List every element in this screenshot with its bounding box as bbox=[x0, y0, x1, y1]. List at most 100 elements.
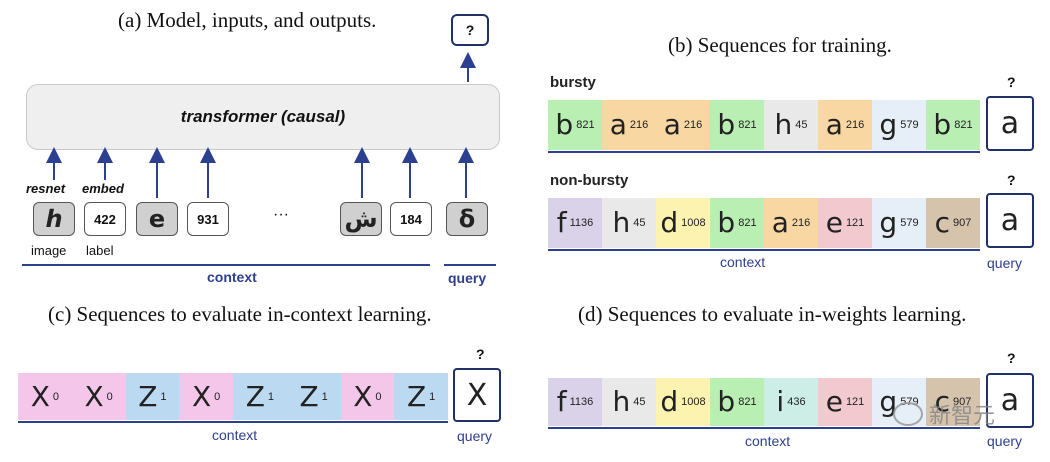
label-token: 184 bbox=[390, 202, 432, 236]
cell-glyph: e bbox=[825, 385, 843, 418]
cell-glyph: X bbox=[191, 379, 212, 413]
cell-glyph: a bbox=[609, 108, 627, 141]
cell-label: 45 bbox=[633, 217, 646, 229]
panel-c-context-label: context bbox=[212, 427, 258, 443]
transformer-label: transformer (causal) bbox=[180, 107, 346, 126]
cell-glyph: h bbox=[774, 108, 793, 141]
panel-c-underline bbox=[18, 421, 448, 423]
cell-label: 821 bbox=[738, 217, 757, 229]
cell-glyph: X bbox=[30, 379, 50, 413]
cell-label: 216 bbox=[845, 119, 865, 131]
watermark: 新智元 bbox=[893, 398, 995, 430]
cell-label: 1136 bbox=[569, 396, 594, 408]
cell-label: 1 bbox=[429, 390, 436, 403]
cell-glyph: f bbox=[556, 385, 567, 418]
cell-label: 579 bbox=[900, 119, 919, 131]
panel-c-query-label: query bbox=[457, 428, 493, 444]
nonbursty-query-cell: a bbox=[986, 193, 1034, 248]
cell-label: 45 bbox=[633, 396, 646, 408]
query-underline bbox=[444, 264, 496, 266]
cell-label: 121 bbox=[845, 396, 865, 408]
cell-label: 821 bbox=[954, 119, 973, 131]
cell-label: 1136 bbox=[569, 217, 594, 229]
cell-glyph: h bbox=[612, 206, 631, 239]
panel-c-qmark: ? bbox=[476, 346, 485, 362]
label-token: 422 bbox=[84, 202, 126, 236]
cell-glyph: b bbox=[717, 206, 736, 239]
cell-glyph: b bbox=[717, 108, 736, 141]
cell-label: 1 bbox=[267, 390, 275, 403]
cell-glyph: a bbox=[825, 108, 843, 141]
cell-glyph: X bbox=[84, 379, 104, 413]
cell-label: 0 bbox=[106, 390, 113, 403]
query-label: query bbox=[448, 270, 487, 286]
cell-label: 1 bbox=[321, 390, 328, 403]
panel-d-qmark: ? bbox=[1007, 350, 1016, 366]
cell-glyph: c bbox=[934, 385, 951, 418]
label-token: 931 bbox=[187, 202, 229, 236]
cell-glyph: d bbox=[660, 385, 679, 418]
cell-glyph: Z bbox=[138, 379, 158, 413]
cell-glyph: a bbox=[771, 206, 789, 239]
bursty-label: bursty bbox=[550, 74, 596, 91]
bursty-qmark: ? bbox=[1007, 74, 1016, 90]
transformer-box: transformer (causal) bbox=[26, 84, 500, 150]
cell-glyph: e bbox=[825, 206, 843, 239]
cell-label: 821 bbox=[576, 119, 595, 131]
context-label: context bbox=[207, 269, 257, 285]
cell-glyph: g bbox=[879, 108, 898, 141]
cell-glyph: b bbox=[933, 108, 952, 141]
cell-label: 0 bbox=[52, 390, 60, 403]
panel-d-underline bbox=[548, 427, 980, 429]
panel-d-query-cell: a bbox=[986, 373, 1034, 428]
nonbursty-label: non-bursty bbox=[550, 172, 629, 189]
label-caption: label bbox=[86, 243, 114, 258]
cell-label: 216 bbox=[683, 119, 703, 131]
image-token: ش bbox=[340, 202, 382, 236]
cell-glyph: X bbox=[353, 379, 373, 413]
nonbursty-qmark: ? bbox=[1007, 172, 1016, 188]
cell-label: 1008 bbox=[681, 396, 706, 408]
cell-label: 0 bbox=[375, 390, 382, 403]
cell-glyph: g bbox=[879, 206, 898, 239]
panel-b-context-label: context bbox=[720, 254, 766, 270]
nonbursty-underline bbox=[548, 249, 980, 251]
cell-label: 216 bbox=[629, 119, 649, 131]
image-caption: image bbox=[31, 243, 67, 258]
cell-glyph: h bbox=[612, 385, 631, 418]
ellipsis: ··· bbox=[273, 206, 289, 223]
output-query-box: ? bbox=[451, 14, 489, 46]
cell-label: 1008 bbox=[681, 217, 706, 229]
cell-glyph: g bbox=[879, 385, 898, 418]
cell-label: 45 bbox=[795, 119, 808, 131]
cell-label: 907 bbox=[953, 396, 972, 408]
cell-glyph: d bbox=[660, 206, 679, 239]
cell-glyph: Z bbox=[299, 379, 319, 413]
